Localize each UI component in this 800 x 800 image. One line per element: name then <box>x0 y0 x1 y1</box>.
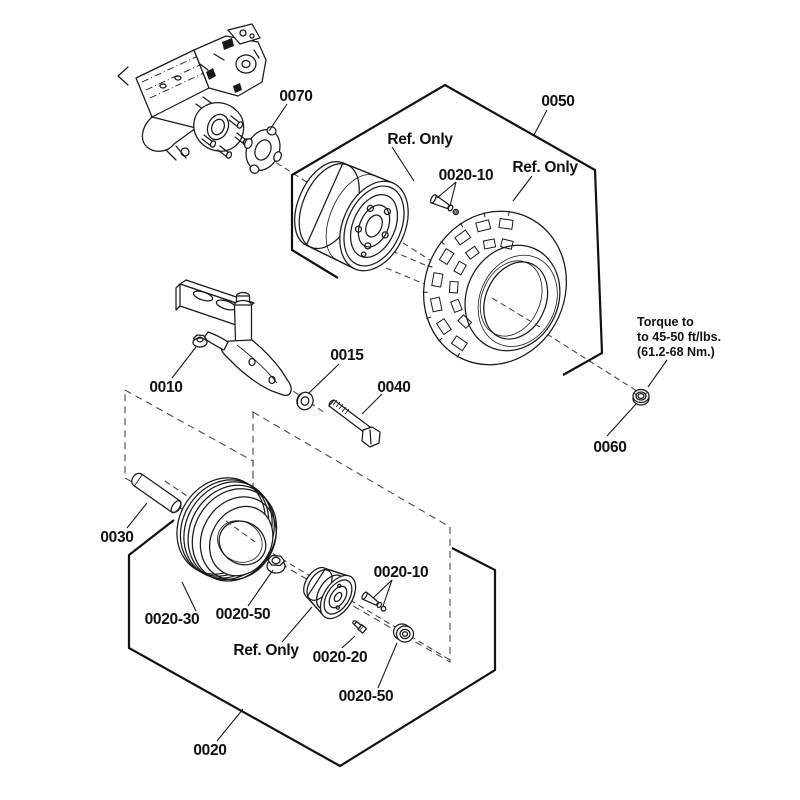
caster-rim <box>303 566 357 620</box>
leader-ref-only-caster <box>281 606 313 643</box>
leader-0020-10-caster-b <box>382 579 393 607</box>
transaxle-assembly <box>117 23 267 161</box>
torque-note-line1: Torque to <box>637 315 694 329</box>
leader-0050 <box>533 109 548 136</box>
torque-note-line2: to 45-50 ft/lbs. <box>637 330 721 344</box>
callout-0020: 0020 <box>193 742 226 759</box>
caster-valve-stem <box>361 591 387 612</box>
leader-torque-note <box>647 359 668 388</box>
callout-0020-50-front: 0020-50 <box>216 606 271 623</box>
axle-nut-0060 <box>632 388 650 406</box>
leader-ref-only-rim <box>391 146 415 182</box>
caster-tire <box>176 477 278 582</box>
callout-ref-only-rim: Ref. Only <box>387 131 453 148</box>
caster-bracket-assembly <box>175 279 292 397</box>
hub-washer-0070 <box>243 126 283 174</box>
rear-valve-stem <box>429 194 459 216</box>
callout-0015: 0015 <box>330 347 364 364</box>
leader-lines <box>126 103 668 742</box>
rear-tire <box>422 210 568 366</box>
caster-axle-pin-0030 <box>131 472 182 514</box>
torque-note: Torque to to 45-50 ft/lbs. (61.2-68 Nm.) <box>637 315 721 359</box>
callout-0040: 0040 <box>377 379 410 396</box>
wheel-kit-dashed-box <box>252 411 451 663</box>
rear-wheel-group-boundary <box>290 83 604 376</box>
tread-blocks <box>429 218 514 352</box>
callout-0010: 0010 <box>149 379 182 396</box>
caster-wheel-centerline <box>164 480 451 661</box>
bolt-threads <box>332 399 350 415</box>
wheel-hub <box>193 102 250 159</box>
callout-ref-only-caster: Ref. Only <box>233 642 299 659</box>
axis-dash-in-caster-tire-hole <box>225 520 259 545</box>
leader-0015 <box>308 363 340 394</box>
callout-0020-10-caster: 0020-10 <box>374 564 429 581</box>
washer-0015 <box>296 391 314 411</box>
leader-0060 <box>606 403 637 437</box>
callout-0020-10-rear: 0020-10 <box>439 167 494 184</box>
caster-bearing-0020-50-rear <box>392 623 415 643</box>
callout-0020-30: 0020-30 <box>145 611 200 628</box>
leader-0020-50-rear <box>377 642 398 689</box>
leader-0020-50-front <box>247 569 274 607</box>
torque-note-line3: (61.2-68 Nm.) <box>637 345 715 359</box>
caster-nut-0020-50-front <box>266 554 286 574</box>
rear-rim <box>294 160 409 272</box>
leader-0020-10-caster-a <box>372 579 393 599</box>
tread-edge-notches <box>422 210 510 358</box>
caster-pivot-nut-0010 <box>192 334 208 348</box>
grease-fitting-0020-20 <box>352 620 368 634</box>
leader-0020-30 <box>181 581 197 612</box>
leader-0040 <box>361 393 383 415</box>
leader-0030 <box>126 502 148 529</box>
caster-wheel-group-boundary <box>127 519 497 768</box>
leader-0020-10-rear-b <box>449 181 457 207</box>
leader-0020-10-rear-a <box>436 181 457 199</box>
callout-0030: 0030 <box>100 529 133 546</box>
callout-0060: 0060 <box>593 439 626 456</box>
callout-0050: 0050 <box>541 93 574 110</box>
callout-0020-50-rear: 0020-50 <box>339 688 394 705</box>
leader-0070 <box>268 103 288 132</box>
leader-0010 <box>171 346 197 379</box>
callout-ref-only-tire: Ref. Only <box>512 159 578 176</box>
leader-0020 <box>216 708 244 742</box>
pivot-bolt-0040 <box>328 399 381 448</box>
leader-0020-20 <box>341 635 356 649</box>
callout-0020-20: 0020-20 <box>313 649 368 666</box>
callout-0070: 0070 <box>279 88 312 105</box>
callout-labels: 0070 0050 Ref. Only 0020-10 Ref. Only 00… <box>100 88 627 759</box>
leader-ref-only-tire <box>512 175 533 202</box>
